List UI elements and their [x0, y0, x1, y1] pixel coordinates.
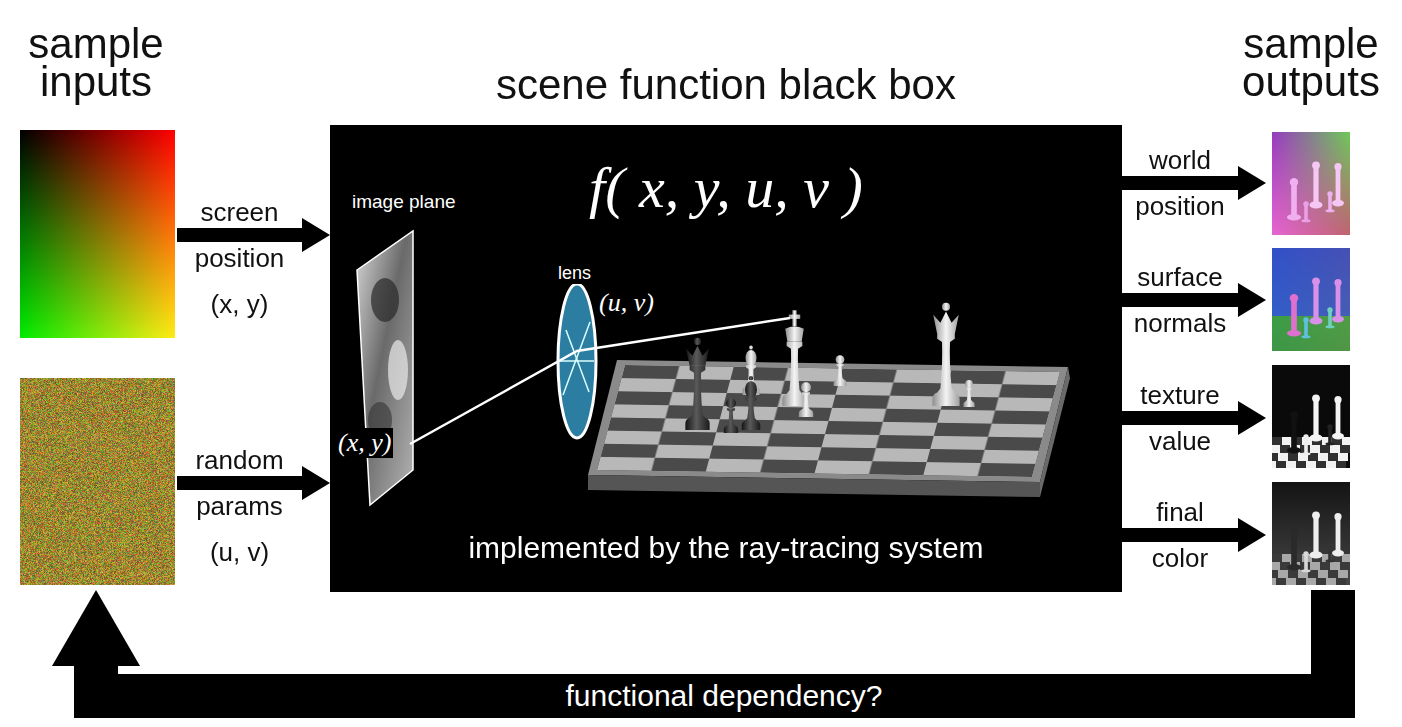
- black-queen: [685, 338, 709, 430]
- arrow-head: [302, 466, 330, 500]
- chess-board: [597, 365, 1060, 477]
- image-plane: [357, 231, 413, 505]
- arrow-shaft: [1122, 176, 1242, 190]
- coordinate-label: (x, y): [336, 428, 393, 458]
- arrow-head: [1238, 518, 1266, 552]
- white-pawn: [799, 382, 813, 417]
- white-queen: [932, 303, 959, 406]
- random-params-image: [20, 378, 175, 585]
- black-pawn: [724, 398, 738, 433]
- arrow-head: [302, 218, 330, 252]
- plane-blur: [371, 278, 399, 322]
- box-caption: implemented by the ray-tracing system: [330, 530, 1122, 566]
- lens-mark: [563, 322, 590, 395]
- edge-label: texture value: [1125, 372, 1235, 464]
- arrow-head: [1238, 401, 1266, 435]
- world-position-image: [1272, 132, 1350, 235]
- black-box-ground: [330, 125, 1122, 592]
- column-heading: sample outputs: [1226, 25, 1396, 101]
- plane-blur: [388, 340, 408, 400]
- edge-label: random params (u, v): [181, 437, 299, 575]
- arrow-shaft: [177, 228, 306, 242]
- texture-value-image: [1272, 365, 1350, 468]
- edge-label: final color: [1125, 489, 1235, 581]
- input-column: sample inputs: [15, 125, 177, 590]
- final-color-image: [1272, 482, 1350, 585]
- part-label: lens: [556, 262, 593, 284]
- arrow-shaft: [1122, 528, 1242, 542]
- edge-label: surface normals: [1125, 254, 1235, 346]
- black-bishop: [742, 376, 761, 430]
- white-pawn: [963, 380, 974, 407]
- output-column: sample outputs: [1266, 125, 1396, 590]
- screen-position-image: [20, 130, 175, 338]
- coordinate-label: (u, v): [597, 288, 656, 318]
- edge-label: functional dependency?: [558, 678, 891, 714]
- arrow-shaft: [177, 476, 306, 490]
- board-squares: [597, 365, 1060, 477]
- edge-label: screen position (x, y): [181, 189, 299, 327]
- white-king: [782, 310, 806, 406]
- edge-label: world position: [1125, 137, 1235, 229]
- arrow-shaft: [1122, 411, 1242, 425]
- white-pawn: [834, 355, 847, 386]
- lens-mark: [560, 360, 594, 362]
- board-edge: [588, 475, 1040, 497]
- arrow-head: [1238, 283, 1266, 317]
- board-frame: [588, 360, 1068, 482]
- box-heading: scene function black box: [290, 63, 1162, 107]
- surface-normals-image: [1272, 248, 1350, 351]
- part-label: image plane: [350, 190, 458, 213]
- arrow-shaft: [1122, 293, 1242, 307]
- lens: [558, 284, 596, 438]
- ray-line: [410, 318, 790, 444]
- arrow-head: [1238, 166, 1266, 200]
- column-heading: sample inputs: [15, 25, 177, 101]
- arrow-head: [52, 590, 140, 666]
